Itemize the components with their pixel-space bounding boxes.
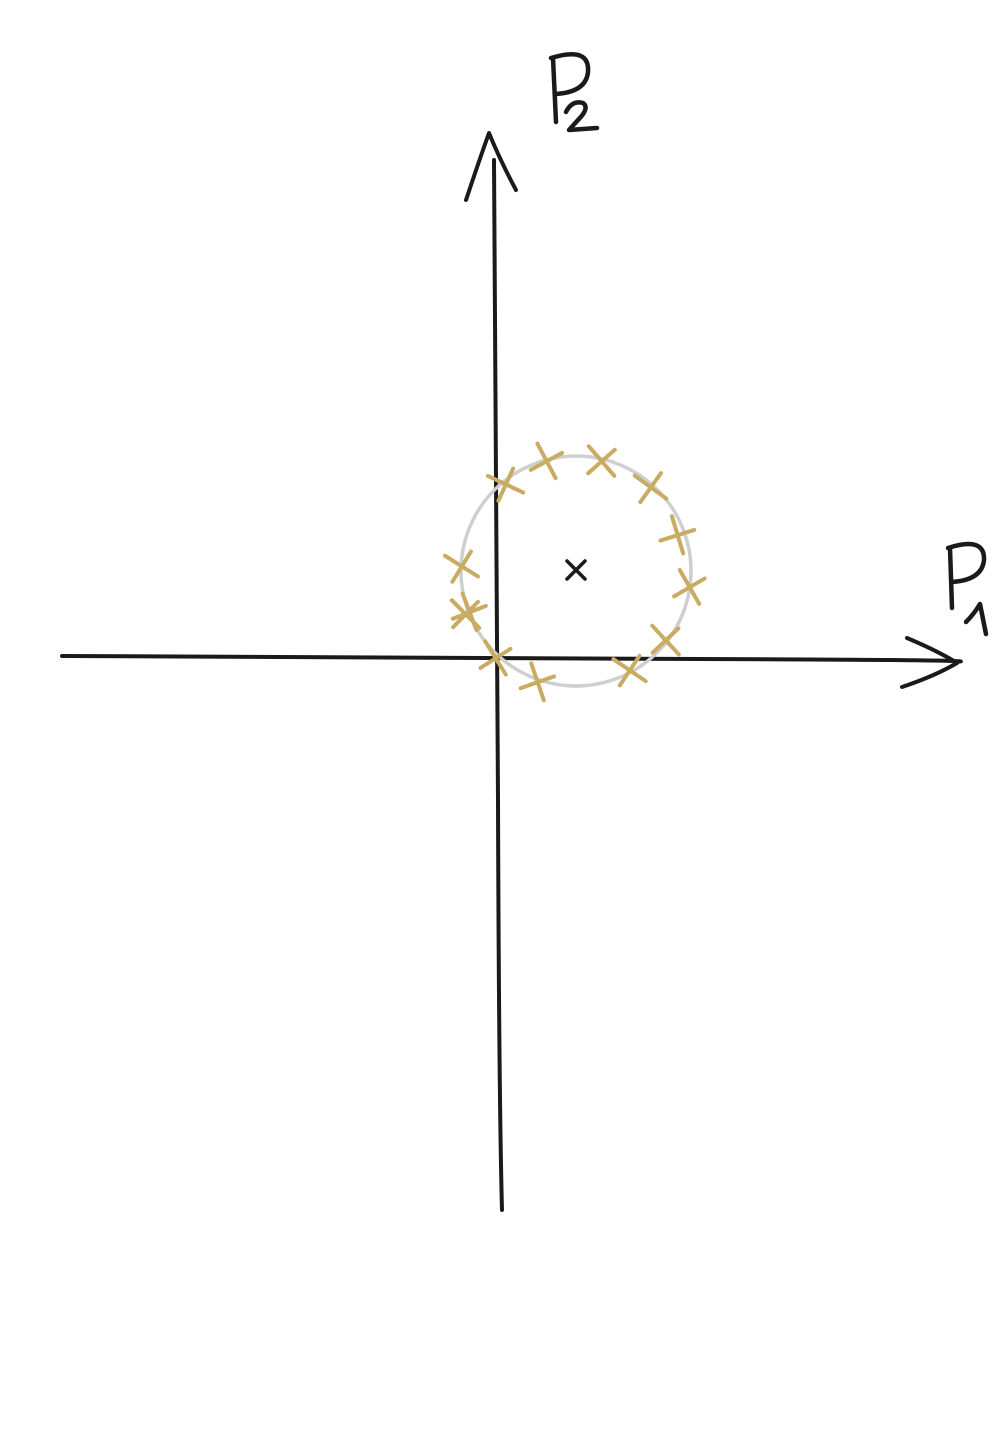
- sample-cross-7: [650, 623, 681, 657]
- sample-cross-13: [450, 591, 488, 633]
- x-axis-arrowhead: [900, 636, 959, 689]
- sample-cross-10: [478, 639, 513, 677]
- sample-cross-5: [658, 514, 697, 556]
- sample-cross-9: [518, 661, 557, 703]
- sample-cross-1: [485, 466, 526, 503]
- y-axis: [464, 131, 518, 1212]
- sample-cross-2: [528, 441, 565, 481]
- y-axis-label: P₂: [548, 52, 600, 133]
- sample-cross-8: [611, 653, 648, 688]
- x-axis: [60, 636, 963, 689]
- sample-cross-3: [586, 444, 617, 478]
- sample-cross-6: [672, 567, 707, 606]
- y-axis-arrowhead: [464, 131, 518, 202]
- center-marker: [565, 559, 587, 581]
- sample-points: [443, 441, 707, 703]
- sample-cross-4: [632, 471, 669, 505]
- x-axis-label: P₁: [945, 541, 989, 637]
- sample-cross-12: [443, 549, 481, 584]
